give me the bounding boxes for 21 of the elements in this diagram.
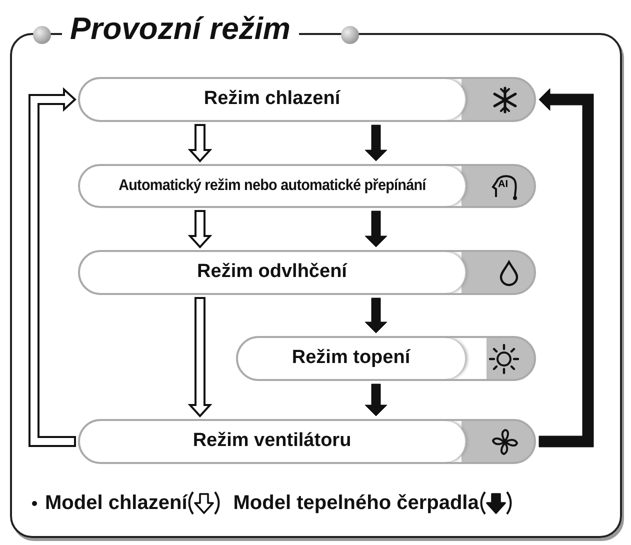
mode-pill <box>78 164 536 208</box>
mode-pill <box>236 336 536 381</box>
mode-pill <box>78 419 536 464</box>
mode-label: Automatický režim nebo automatické přepínání <box>118 176 426 196</box>
legend-text: Model tepelného čerpadla <box>233 491 479 516</box>
mode-label: Režim odvlhčení <box>197 260 347 284</box>
mode-label: Režim ventilátoru <box>192 429 352 454</box>
arrow <box>364 210 388 248</box>
mode-label: Režim chlazení <box>204 87 340 112</box>
mode-pill <box>78 77 536 122</box>
arrow <box>28 87 76 447</box>
mode-label: Režim topení <box>292 346 410 370</box>
arrow <box>364 298 388 334</box>
arrow <box>538 88 594 448</box>
mode-pill <box>78 250 536 295</box>
arrow <box>188 124 212 162</box>
arrow <box>364 384 388 416</box>
arrow <box>188 297 212 418</box>
arrow <box>188 210 212 248</box>
arrow <box>364 124 388 162</box>
legend-text: Model chlazení <box>45 491 188 516</box>
